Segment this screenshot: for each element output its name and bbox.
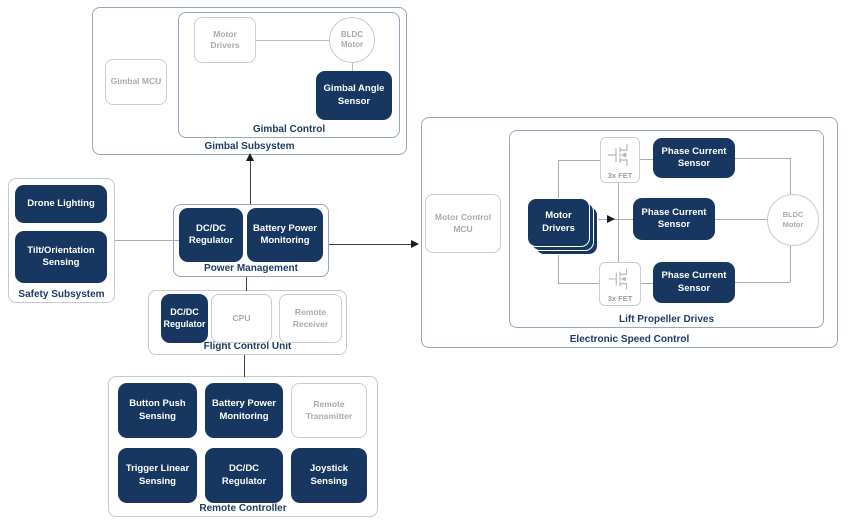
pm-battery-monitoring-block: Battery Power Monitoring: [247, 208, 323, 262]
connector-motordrivers-bldc: [256, 40, 329, 41]
lift-propeller-drives-label: Lift Propeller Drives: [618, 314, 715, 325]
connector-bldc-anglesensor: [352, 63, 353, 71]
connector-fettop-pcstop: [640, 159, 653, 160]
connector-pm-fcu: [246, 277, 247, 291]
connector-fetbottom-pcsbottom: [641, 283, 653, 284]
arrowhead-md-pcsmid: [607, 214, 615, 223]
connector-fcu-rc: [244, 355, 245, 377]
connector-pcsbottom-bldc-h: [735, 282, 790, 283]
pm-dcdc-regulator-block: DC/DC Regulator: [179, 208, 243, 262]
connector-md-fetbottom-h: [558, 283, 599, 284]
gimbal-bldc-motor-block: BLDC Motor: [329, 17, 375, 63]
flight-control-unit-label: Flight Control Unit: [203, 341, 292, 352]
electronic-speed-control-label: Electronic Speed Control: [569, 334, 690, 345]
phase-current-sensor-top-block: Phase Current Sensor: [653, 138, 735, 178]
connector-pcstop-bldc-h: [735, 158, 790, 159]
rc-remote-transmitter-block: Remote Transmitter: [291, 383, 367, 438]
fet-top-label: 3x FET: [607, 171, 633, 180]
mosfet-icon: [608, 268, 628, 290]
esc-bldc-motor-block: BLDC Motor: [767, 194, 819, 246]
rc-dcdc-regulator-block: DC/DC Regulator: [205, 448, 283, 503]
connector-pcsmid-bldc: [715, 219, 767, 220]
arrowhead-pm-gimbal: [246, 153, 254, 161]
connector-md-fetbottom-v: [558, 247, 559, 283]
fet-bottom-label: 3x FET: [607, 294, 633, 303]
fet-top-block: 3x FET: [600, 137, 640, 183]
connector-md-fettop-h: [558, 160, 600, 161]
phase-current-sensor-bottom-block: Phase Current Sensor: [653, 262, 735, 303]
rc-battery-monitoring-block: Battery Power Monitoring: [205, 383, 283, 438]
connector-md-fettop-v: [558, 160, 559, 198]
fcu-cpu-block: CPU: [211, 294, 272, 343]
fcu-remote-receiver-block: Remote Receiver: [279, 294, 342, 343]
gimbal-control-label: Gimbal Control: [252, 124, 326, 135]
connector-pm-esc: [329, 244, 412, 245]
connector-pcstop-bldc-v: [790, 158, 791, 194]
power-management-label: Power Management: [204, 263, 298, 274]
safety-subsystem-label: Safety Subsystem: [18, 289, 105, 300]
connector-pm-gimbal: [250, 158, 251, 204]
gimbal-mcu-block: Gimbal MCU: [105, 59, 167, 105]
tilt-orientation-sensing-block: Tilt/Orientation Sensing: [15, 231, 107, 283]
rc-trigger-linear-block: Trigger Linear Sensing: [118, 448, 197, 503]
rc-button-push-block: Button Push Sensing: [118, 383, 197, 438]
phase-current-sensor-mid-block: Phase Current Sensor: [633, 198, 715, 240]
rc-joystick-sensing-block: Joystick Sensing: [291, 448, 367, 503]
motor-control-mcu-block: Motor Control MCU: [425, 194, 501, 253]
gimbal-angle-sensor-block: Gimbal Angle Sensor: [316, 71, 392, 120]
connector-safety-pm: [115, 240, 179, 241]
connector-pcsbottom-bldc-v: [790, 246, 791, 282]
connector-fettop-fetbottom-v: [618, 183, 619, 262]
gimbal-motor-drivers-block: Motor Drivers: [194, 17, 256, 63]
mosfet-icon: [608, 144, 628, 166]
esc-motor-drivers-block: Motor Drivers: [527, 198, 590, 247]
fcu-dcdc-regulator-block: DC/DC Regulator: [161, 294, 208, 343]
fet-bottom-block: 3x FET: [599, 262, 641, 306]
drone-lighting-block: Drone Lighting: [15, 185, 107, 223]
arrowhead-pm-esc: [411, 239, 419, 248]
remote-controller-label: Remote Controller: [199, 503, 287, 514]
gimbal-subsystem-label: Gimbal Subsystem: [204, 141, 295, 152]
